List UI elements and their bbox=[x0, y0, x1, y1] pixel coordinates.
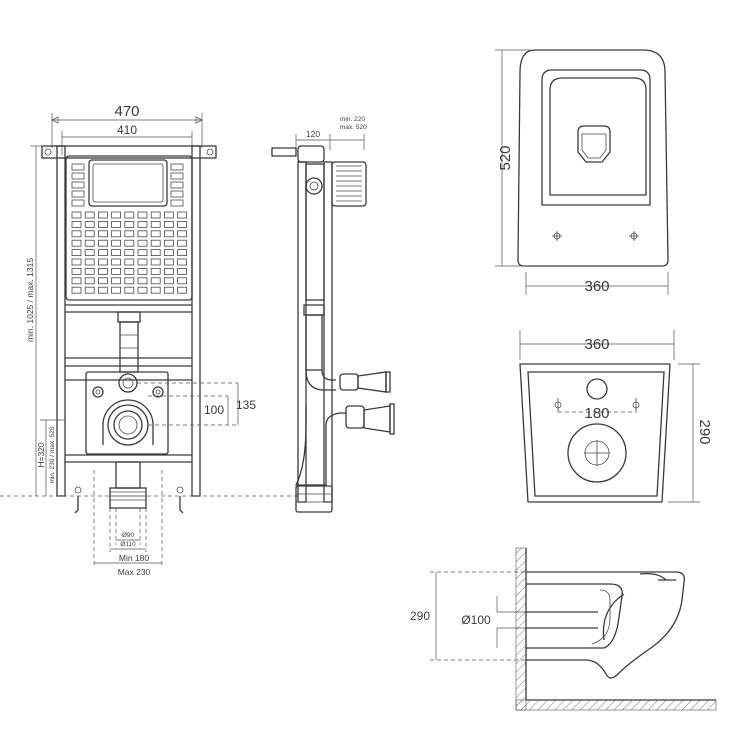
pipe-90-label: Ø90 bbox=[122, 532, 135, 539]
offset-max-label: max. 520 bbox=[340, 124, 367, 131]
dim-135-label: 135 bbox=[236, 398, 256, 412]
bowl-rear-height-label: 290 bbox=[696, 419, 713, 444]
bowl-length-label: 520 bbox=[497, 145, 514, 170]
outlet-diameter-label: Ø100 bbox=[461, 613, 491, 627]
bowl-side-height-label: 290 bbox=[410, 609, 430, 623]
height-range-label: min. 1025 / max. 1315 bbox=[25, 258, 35, 342]
frame-front-view: 470 410 bbox=[0, 103, 300, 577]
bowl-side-section: 290 Ø100 bbox=[410, 547, 717, 711]
bowl-rear-view: 360 180 290 bbox=[519, 330, 713, 503]
cistern-ribs bbox=[71, 163, 188, 294]
bowl-top-view: 520 360 bbox=[495, 49, 669, 295]
dim-100-label: 100 bbox=[204, 403, 224, 417]
offset-min-label: min. 220 bbox=[340, 116, 365, 123]
feet-min-label: Min 180 bbox=[119, 553, 150, 563]
bowl-top-width-label: 360 bbox=[584, 278, 609, 295]
width-470-label: 470 bbox=[114, 103, 139, 120]
frame-side-view: 120 min. 220 max. 520 bbox=[271, 116, 395, 513]
bowl-rear-width-label: 360 bbox=[584, 336, 609, 353]
width-410-label: 410 bbox=[117, 123, 137, 137]
depth-120-label: 120 bbox=[306, 129, 320, 139]
h-range-label: min. 230 / max. 520 bbox=[49, 426, 56, 483]
pipe-110-label: Ø110 bbox=[120, 541, 136, 548]
feet-max-label: Max 230 bbox=[118, 567, 151, 577]
fixing-spacing-label: 180 bbox=[584, 405, 609, 422]
h-320-label: H=320 bbox=[36, 442, 46, 468]
